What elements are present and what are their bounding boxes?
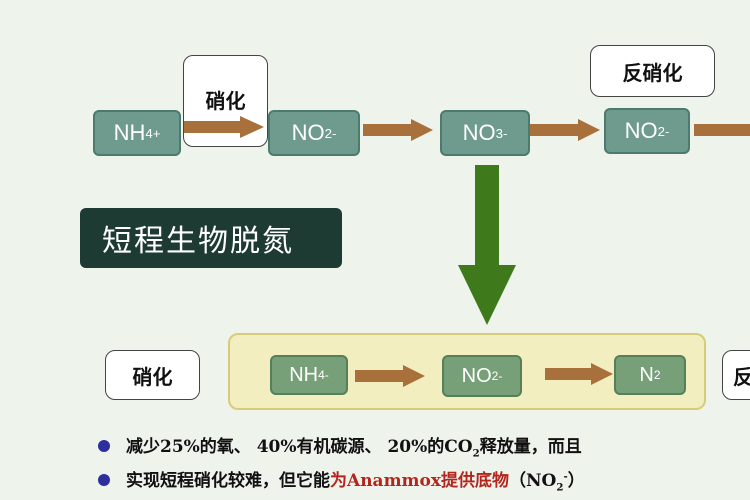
node-no2-top-1-main: NO: [291, 120, 325, 145]
node-nh4-top-sup: +: [152, 125, 161, 141]
page-title: 短程生物脱氮: [80, 208, 342, 268]
page-title-text: 短程生物脱氮: [102, 224, 294, 259]
node-no2-top-1-sub: 2: [324, 125, 332, 141]
arrow-top-2: [363, 119, 433, 141]
arrow-bottom-1: [355, 365, 425, 387]
node-n2-bottom-main: N: [639, 363, 654, 386]
nitrification-label-bottom: 硝化: [105, 350, 200, 400]
bullet-2-sup: -: [563, 470, 568, 483]
arrow-top-1: [184, 116, 264, 138]
bullet-1-sub: 2: [472, 447, 480, 460]
node-no2-top-2-sup: -: [664, 123, 670, 139]
arrow-top-3: [530, 119, 600, 141]
nitrification-label-text: 硝化: [205, 89, 246, 113]
down-arrow: [458, 165, 516, 325]
bullet-2-text-a: 实现短程硝化较难，但它能: [126, 471, 330, 491]
denitrification-label-top: 反硝化: [590, 45, 715, 97]
node-no3-top-sup: -: [502, 125, 508, 141]
node-nh4-bottom-sup: -: [324, 368, 329, 382]
denitrification-label-bottom-text: 反: [733, 364, 750, 389]
node-no2-bottom-main: NO: [461, 364, 492, 387]
node-no3-top-main: NO: [462, 120, 496, 145]
node-no2-top-2-main: NO: [624, 118, 658, 143]
node-no2-bottom-sup: -: [498, 369, 503, 383]
bullet-2-paren: （NO: [509, 471, 557, 491]
denitrification-label-text: 反硝化: [622, 60, 683, 85]
nitrification-label-bottom-text: 硝化: [132, 364, 173, 389]
bullet-2-highlight: 为Anammox提供底物: [330, 471, 510, 491]
node-no2-bottom-sub: 2: [491, 369, 499, 383]
node-n2-bottom-sup: 2: [653, 368, 661, 382]
arrow-top-4: [694, 119, 750, 141]
node-nh4-top-main: NH: [113, 120, 146, 145]
node-no2-top-2-sub: 2: [657, 123, 665, 139]
node-no2-top-1-sup: -: [331, 125, 337, 141]
node-nh4-bottom-sub: 4: [318, 368, 325, 382]
bullet-dot-1: [98, 440, 110, 452]
node-nh4-bottom-main: NH: [289, 363, 319, 386]
bullet-2: 实现短程硝化较难，但它能为Anammox提供底物（NO2-）: [126, 466, 585, 493]
bullet-dot-2: [98, 474, 110, 486]
arrow-bottom-2: [545, 363, 613, 385]
bullet-2-sub: 2: [556, 481, 564, 494]
bullet-1-text-a: 减少25%的氧、 40%有机碳源、 20%的CO: [126, 437, 473, 457]
bullet-1: 减少25%的氧、 40%有机碳源、 20%的CO2释放量，而且: [126, 432, 582, 459]
node-no3-top-sub: 3: [495, 125, 503, 141]
node-nh4-top-sub: 4: [145, 125, 153, 141]
bullet-2-close: ）: [567, 471, 585, 491]
bullet-1-text-b: 释放量，而且: [479, 437, 582, 457]
denitrification-label-bottom-partial: 反: [722, 350, 750, 400]
